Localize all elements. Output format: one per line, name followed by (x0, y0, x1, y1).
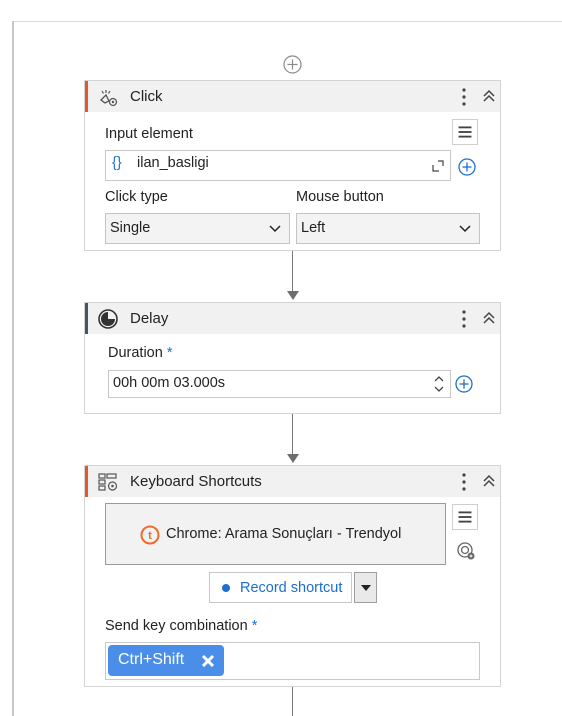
flow-connector (292, 414, 293, 454)
delay-title: Delay (130, 310, 169, 327)
kebab-menu-icon[interactable] (456, 85, 472, 109)
send-key-label: Send key combination * (105, 618, 257, 634)
keyboard-shortcuts-card[interactable]: Keyboard Shortcuts t Chrome: Arama Sonuç… (84, 465, 501, 687)
record-dot-icon (222, 584, 230, 592)
delay-activity-header[interactable]: Delay (85, 303, 500, 334)
plus-circle-icon[interactable] (457, 157, 477, 177)
send-key-field[interactable]: Ctrl+Shift (105, 642, 480, 680)
mouse-button-label: Mouse button (296, 189, 384, 205)
delay-activity-card[interactable]: Delay Duration * 00h 00m 03.000s (84, 302, 501, 414)
remove-x-icon[interactable] (201, 654, 215, 668)
kebab-menu-icon[interactable] (456, 307, 472, 331)
click-title: Click (130, 88, 163, 105)
flow-connector (292, 251, 293, 291)
variable-brace-icon: {} (112, 155, 122, 171)
chrome-trendyol-icon: t (140, 525, 160, 545)
key-chip[interactable]: Ctrl+Shift (108, 645, 224, 676)
delay-clock-icon (98, 309, 118, 329)
chevron-down-icon (459, 225, 471, 233)
target-indicate-icon[interactable] (456, 541, 476, 561)
required-mark: * (251, 618, 258, 634)
flow-connector (292, 687, 293, 716)
click-activity-card[interactable]: Click Input element {} ilan_basligi Clic… (84, 80, 501, 251)
top-divider (12, 21, 562, 22)
svg-text:t: t (148, 530, 152, 542)
input-element-value: ilan_basligi (137, 155, 209, 171)
duration-label: Duration * (108, 345, 173, 361)
chevron-down-icon (269, 225, 281, 233)
record-shortcut-label: Record shortcut (240, 580, 343, 596)
key-chip-text: Ctrl+Shift (118, 651, 185, 668)
collapse-chevron-icon[interactable] (481, 310, 497, 326)
left-border (12, 21, 14, 716)
kebab-menu-icon[interactable] (456, 470, 472, 494)
click-type-value: Single (110, 220, 151, 236)
click-activity-icon (100, 90, 118, 107)
record-shortcut-dropdown[interactable] (354, 572, 377, 603)
spinner-icon[interactable] (433, 373, 445, 395)
duration-label-text: Duration (108, 345, 163, 361)
click-activity-header[interactable]: Click (85, 81, 500, 112)
dropdown-triangle-icon (361, 585, 371, 591)
keyboard-shortcuts-header[interactable]: Keyboard Shortcuts (85, 466, 500, 497)
click-type-label: Click type (105, 189, 168, 205)
mouse-button-select[interactable]: Left (296, 213, 480, 244)
collapse-chevron-icon[interactable] (481, 473, 497, 489)
send-key-label-text: Send key combination (105, 618, 248, 634)
record-shortcut-button[interactable]: Record shortcut (209, 572, 352, 603)
plus-circle-icon[interactable] (454, 374, 474, 394)
flow-arrow (287, 291, 299, 300)
click-type-select[interactable]: Single (105, 213, 290, 244)
expand-icon[interactable] (432, 160, 444, 172)
keyboard-shortcut-icon (98, 473, 118, 491)
duration-field[interactable]: 00h 00m 03.000s (108, 370, 451, 398)
collapse-chevron-icon[interactable] (481, 88, 497, 104)
mouse-button-value: Left (301, 220, 326, 236)
hamburger-menu-icon[interactable] (452, 119, 478, 145)
target-element-text: Chrome: Arama Sonuçları - Trendyol (166, 526, 402, 542)
flow-arrow (287, 454, 299, 463)
target-element-box[interactable]: t Chrome: Arama Sonuçları - Trendyol (105, 503, 446, 565)
required-mark: * (166, 345, 173, 361)
hamburger-menu-icon[interactable] (452, 504, 478, 530)
input-element-field[interactable]: {} ilan_basligi (105, 150, 451, 181)
add-step-icon[interactable] (283, 55, 302, 74)
keyboard-shortcuts-title: Keyboard Shortcuts (130, 473, 262, 490)
input-element-label: Input element (105, 126, 193, 142)
duration-value: 00h 00m 03.000s (113, 375, 226, 391)
